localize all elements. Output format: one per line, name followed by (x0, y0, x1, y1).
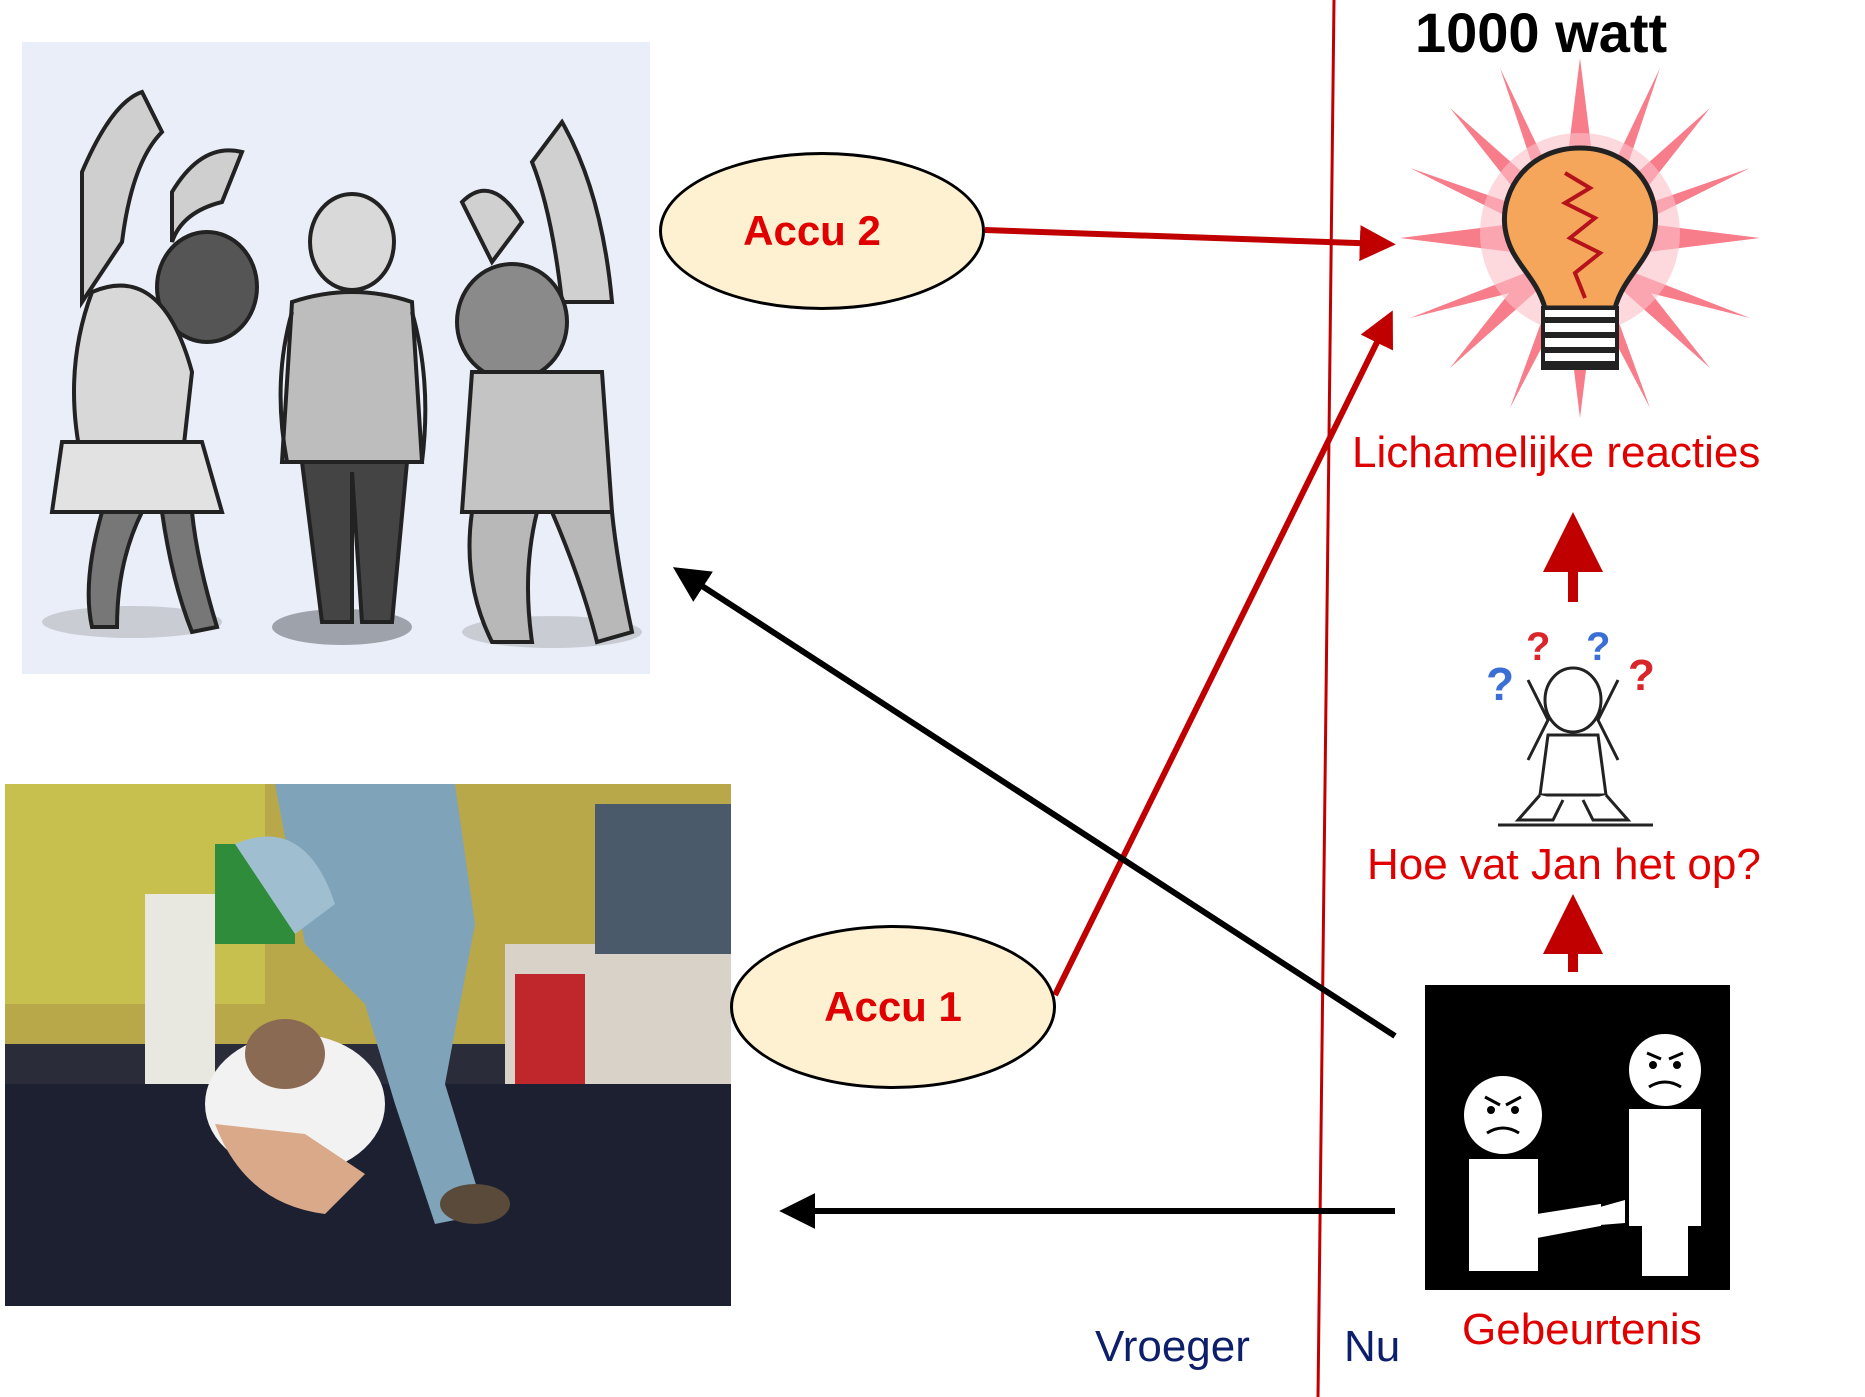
reactions-label: Lichamelijke reacties (1352, 428, 1761, 477)
violence-photo-image (5, 784, 731, 1306)
svg-text:?: ? (1486, 658, 1514, 710)
interpretation-label: Hoe vat Jan het op? (1367, 840, 1761, 889)
arrow-event-to-cartoon (672, 567, 1397, 1039)
arrow-accu2-to-bulb (984, 225, 1396, 262)
lightbulb-icon (1400, 58, 1760, 418)
svg-text:?: ? (1586, 625, 1610, 669)
accu1-label: Accu 1 (824, 983, 962, 1030)
now-label: Nu (1344, 1322, 1401, 1371)
svg-text:?: ? (1628, 651, 1655, 700)
time-divider-line (1316, 0, 1336, 1397)
page-title: 1000 watt (1415, 1, 1668, 64)
confused-man-image: ? ? ? ? (1478, 620, 1668, 835)
accu2-label: Accu 2 (743, 207, 881, 254)
past-label: Vroeger (1095, 1322, 1250, 1371)
accu2-ellipse: Accu 2 (659, 152, 985, 310)
accu1-ellipse: Accu 1 (730, 925, 1056, 1089)
kids-cartoon-image (22, 42, 650, 674)
event-label: Gebeurtenis (1462, 1305, 1702, 1354)
svg-text:?: ? (1526, 625, 1550, 669)
pictogram-image (1425, 985, 1730, 1290)
arrow-accu1-to-bulb (1052, 310, 1393, 997)
